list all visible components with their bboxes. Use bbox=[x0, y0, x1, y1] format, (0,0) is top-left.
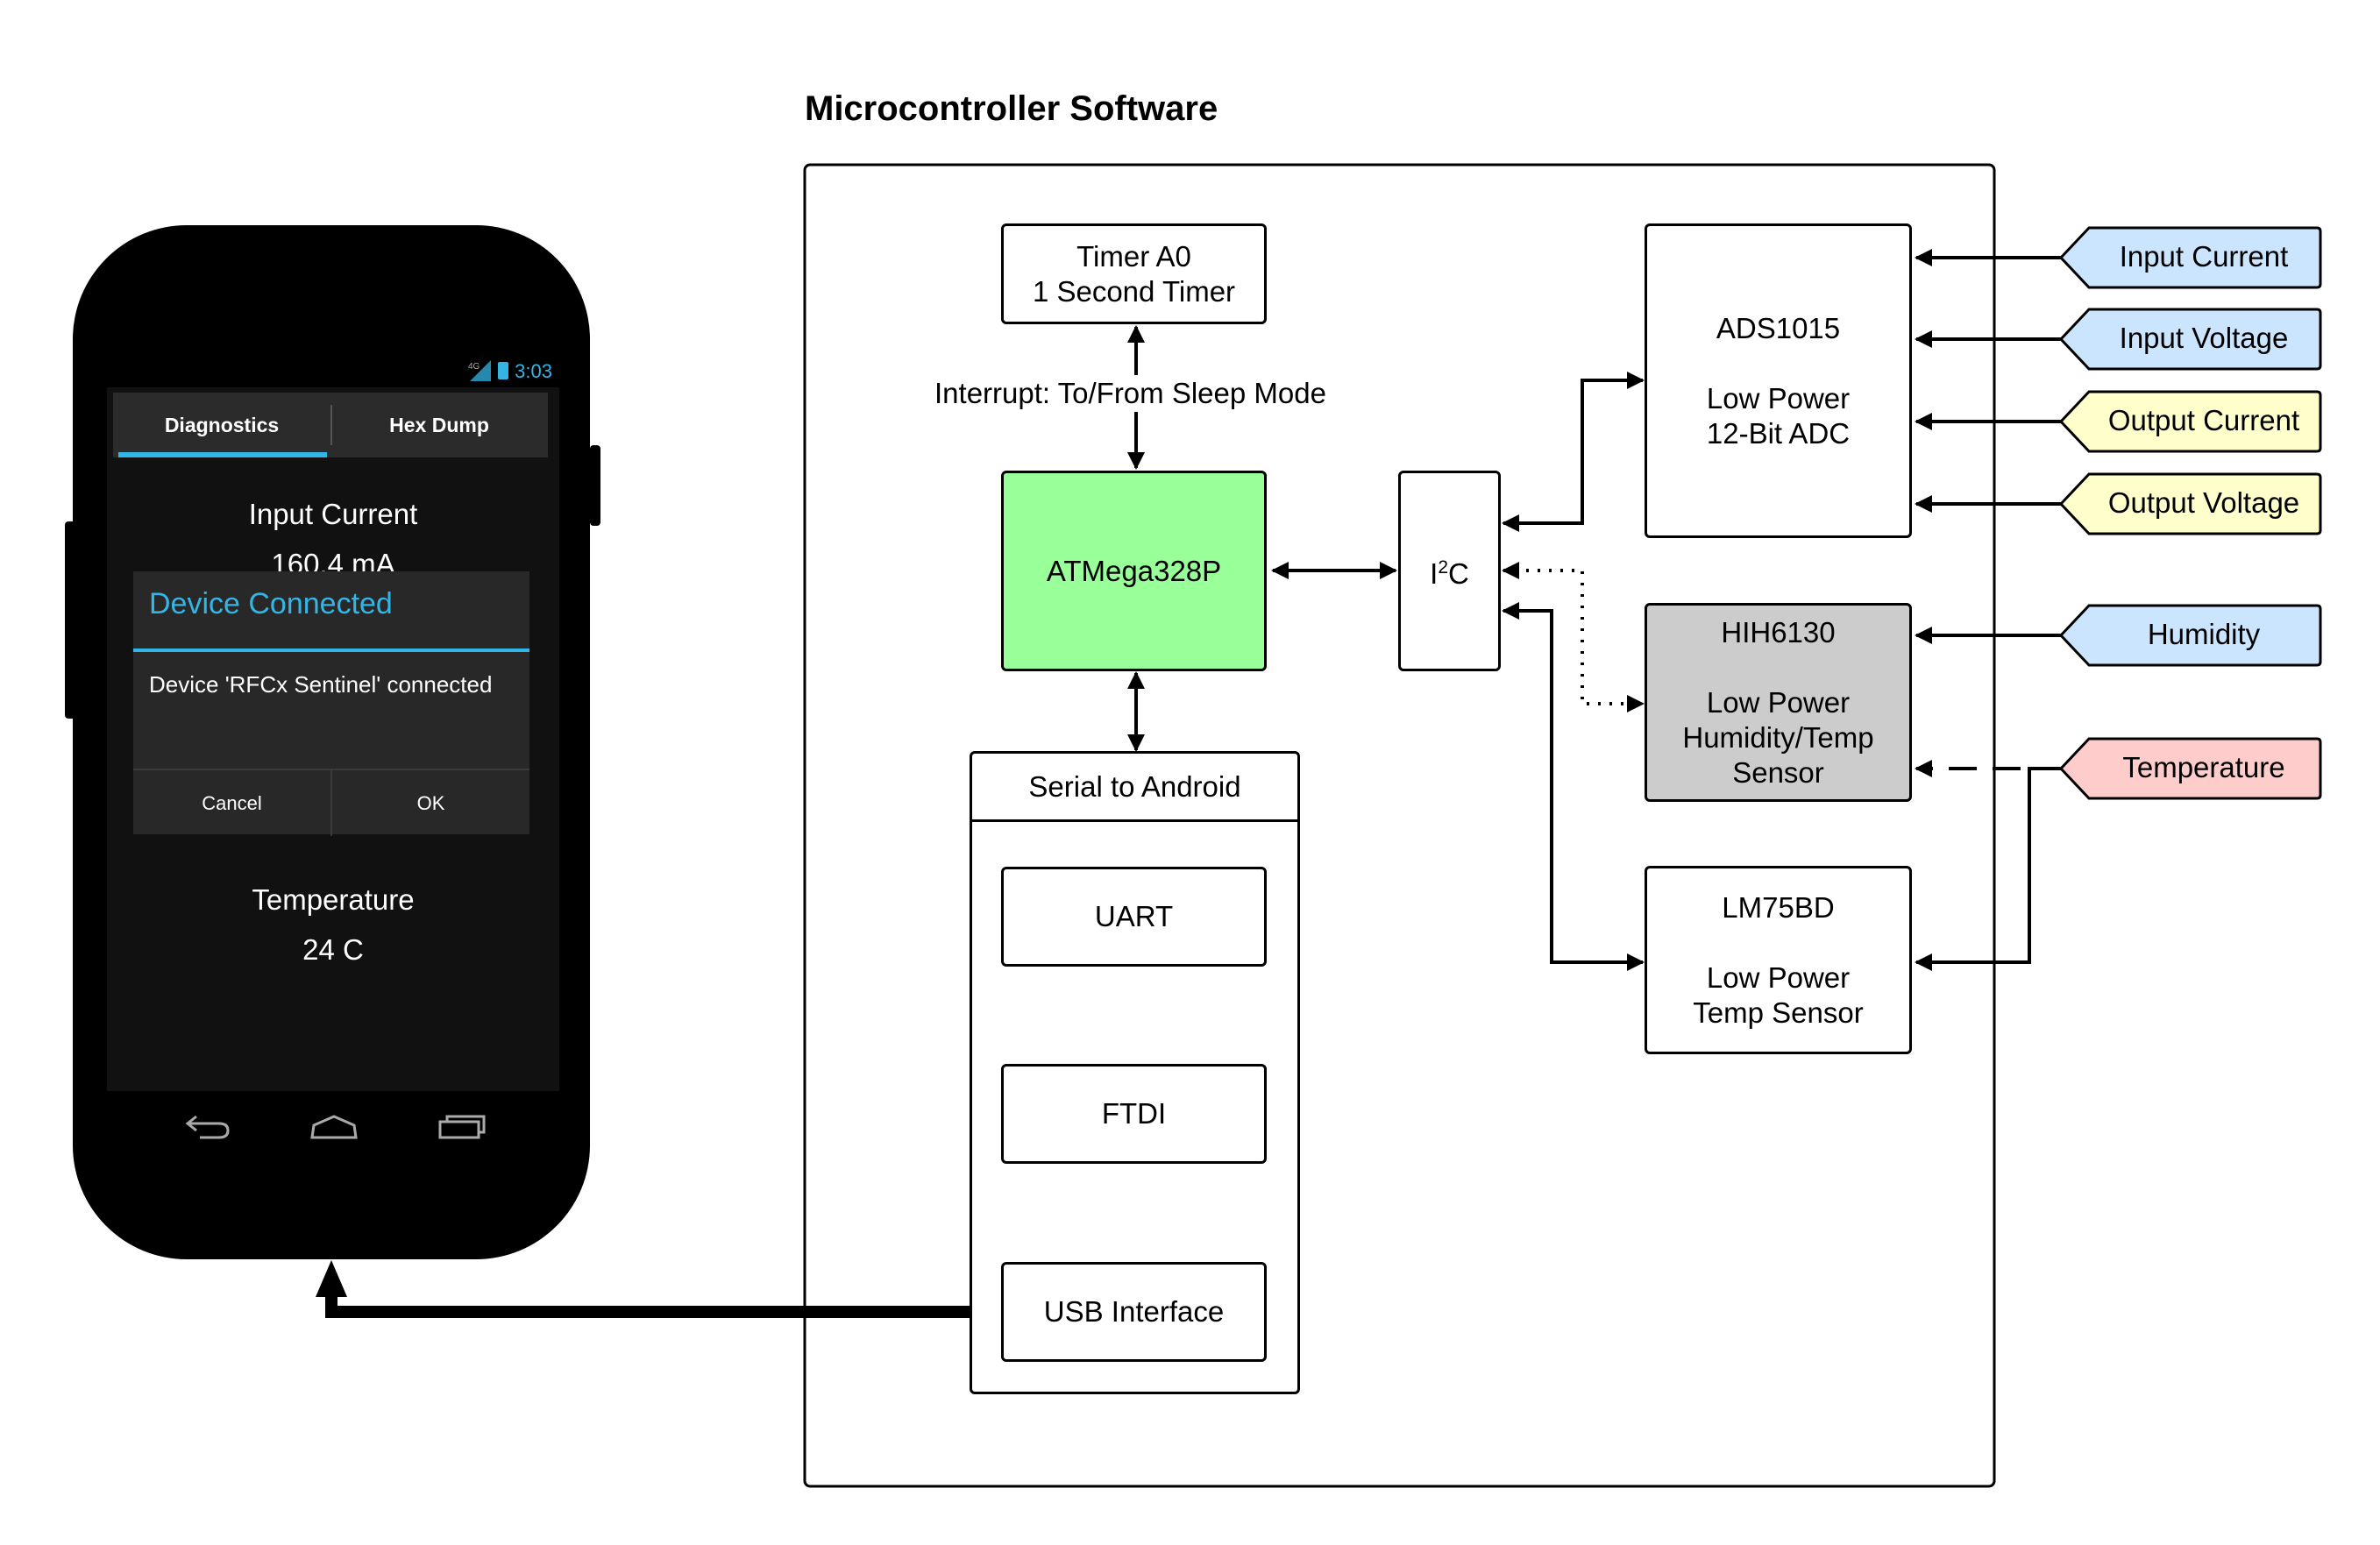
input-current-label: Input Current bbox=[2119, 240, 2289, 273]
dialog-title: Device Connected bbox=[149, 587, 393, 620]
svg-text:4G: 4G bbox=[468, 362, 480, 372]
input-voltage-tag: Input Voltage bbox=[2059, 306, 2322, 371]
i2c-label: I2C bbox=[1430, 557, 1469, 590]
signal-icon: 4G bbox=[468, 360, 491, 381]
dialog-button-separator bbox=[330, 770, 332, 836]
i2c-box: I2C bbox=[1398, 471, 1501, 671]
diagram-title: Microcontroller Software bbox=[805, 89, 1218, 128]
i2c-superscript: 2 bbox=[1438, 557, 1448, 578]
timer-box: Timer A0 1 Second Timer bbox=[1001, 223, 1267, 324]
uart-box: UART bbox=[1001, 867, 1267, 967]
reading-1-label: Input Current bbox=[248, 498, 418, 530]
lm75bd-box: LM75BD Low Power Temp Sensor bbox=[1645, 866, 1912, 1054]
input-current-tag: Input Current bbox=[2059, 224, 2322, 289]
battery-icon bbox=[498, 362, 508, 379]
ftdi-box: FTDI bbox=[1001, 1064, 1267, 1164]
tab-diagnostics[interactable]: Diagnostics bbox=[164, 413, 280, 436]
home-icon[interactable] bbox=[309, 1111, 359, 1147]
temperature-lm75-link bbox=[1915, 767, 2064, 971]
reading-2-value: 24 C bbox=[302, 933, 364, 966]
recents-icon[interactable] bbox=[437, 1111, 487, 1147]
output-voltage-label: Output Voltage bbox=[2107, 486, 2300, 519]
humidity-label: Humidity bbox=[2147, 618, 2261, 650]
i2c-ads-link bbox=[1502, 372, 1645, 532]
output-current-label: Output Current bbox=[2107, 404, 2300, 436]
serial-header: Serial to Android bbox=[972, 754, 1297, 822]
i2c-hih-link bbox=[1502, 562, 1645, 712]
input-voltage-label: Input Voltage bbox=[2119, 322, 2289, 354]
ads1015-box: ADS1015 Low Power 12-Bit ADC bbox=[1645, 223, 1912, 538]
tab-bar: Diagnostics Hex Dump bbox=[113, 393, 548, 457]
tab-divider bbox=[330, 405, 332, 445]
dialog-title-divider bbox=[133, 648, 529, 652]
phone-volume-button[interactable] bbox=[65, 521, 75, 719]
temperature-tag: Temperature bbox=[2059, 735, 2322, 800]
dialog-message: Device 'RFCx Sentinel' connected bbox=[149, 671, 493, 698]
mcu-box: ATMega328P bbox=[1001, 471, 1267, 671]
ok-button[interactable]: OK bbox=[416, 791, 445, 814]
temperature-label: Temperature bbox=[2122, 751, 2285, 783]
tab-hex-dump[interactable]: Hex Dump bbox=[389, 413, 489, 436]
device-connected-dialog: Device Connected Device 'RFCx Sentinel' … bbox=[133, 571, 529, 836]
cancel-button[interactable]: Cancel bbox=[202, 791, 262, 814]
humidity-tag: Humidity bbox=[2059, 602, 2322, 667]
hih6130-box: HIH6130 Low Power Humidity/Temp Sensor bbox=[1645, 603, 1912, 802]
output-current-tag: Output Current bbox=[2059, 388, 2322, 453]
usb-interface-box: USB Interface bbox=[1001, 1262, 1267, 1362]
usb-cable-arrowhead bbox=[316, 1260, 347, 1297]
tab-selected-indicator bbox=[118, 452, 327, 457]
dialog-button-row: Cancel OK bbox=[133, 769, 529, 836]
i2c-lm75-link bbox=[1502, 602, 1645, 971]
status-bar: 4G 3:03 bbox=[107, 355, 559, 387]
back-icon[interactable] bbox=[184, 1111, 231, 1147]
status-time: 3:03 bbox=[515, 360, 552, 382]
interrupt-label: Interrupt: To/From Sleep Mode bbox=[934, 377, 1326, 409]
phone-power-button[interactable] bbox=[590, 445, 600, 526]
output-voltage-tag: Output Voltage bbox=[2059, 471, 2322, 535]
software-frame bbox=[803, 163, 1996, 1488]
reading-2-label: Temperature bbox=[252, 883, 415, 916]
usb-cable bbox=[325, 1295, 1004, 1318]
